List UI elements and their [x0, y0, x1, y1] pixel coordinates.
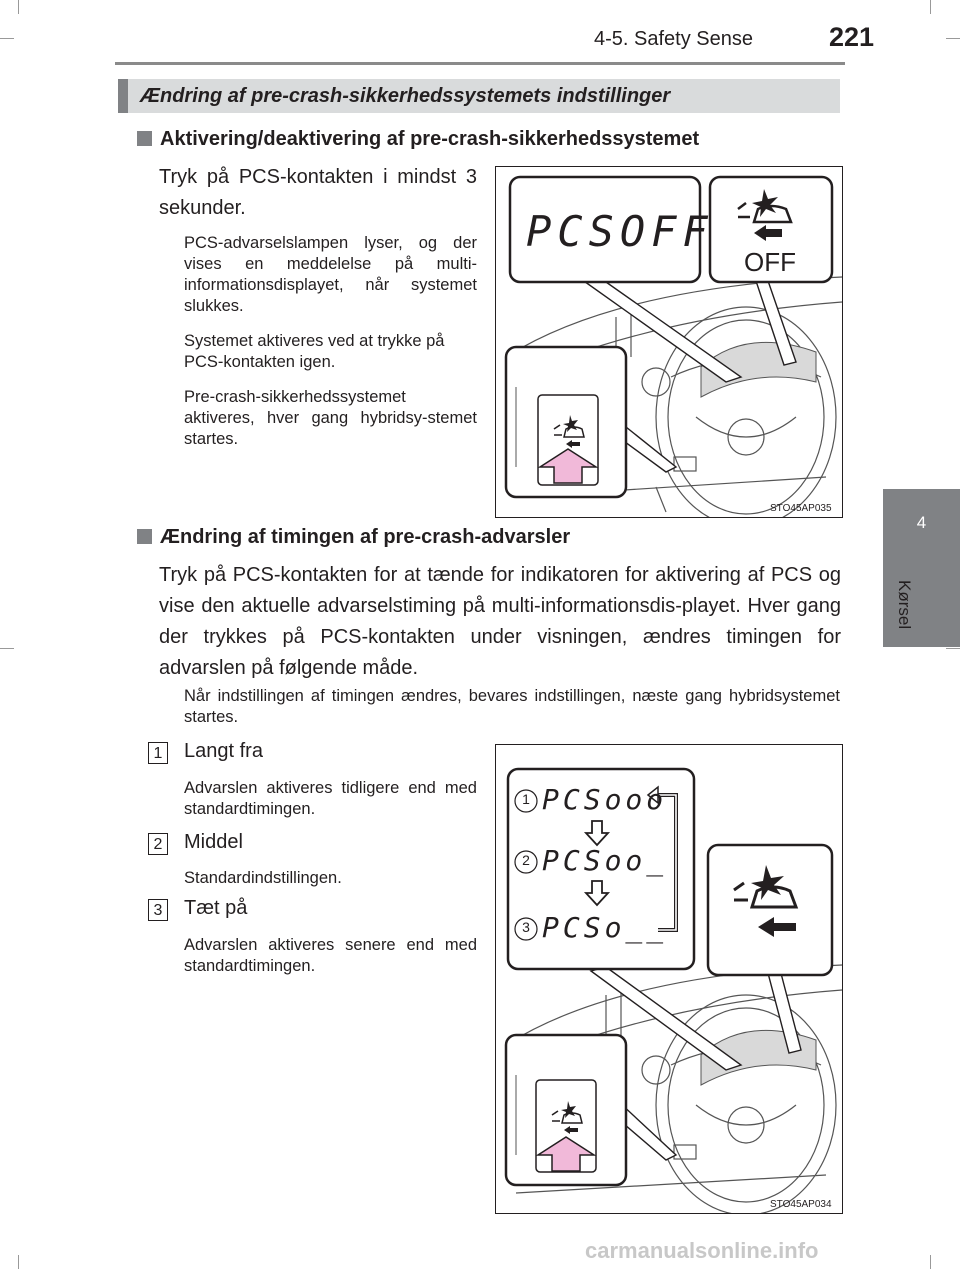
item-desc-1: Advarslen aktiveres tidligere end med st… [184, 779, 477, 818]
pcs-warning-icon [733, 865, 799, 937]
item-number-2: 2 [148, 833, 168, 855]
chapter-number: 4 [916, 513, 927, 532]
chapter-label: Kørsel [895, 580, 914, 630]
crop-mark [930, 1255, 931, 1269]
section1-heading-text: Aktivering/deaktivering af pre-crash-sik… [160, 128, 700, 150]
crop-mark [946, 38, 960, 39]
header-rule [115, 62, 845, 65]
pcs-switch-icon [553, 415, 585, 448]
item-desc-2: Standardindstillingen. [184, 869, 342, 887]
crop-mark [0, 648, 14, 649]
chapter-tab: 4 [883, 489, 960, 647]
pcs-switch-icon [551, 1101, 583, 1134]
mode-number-2: 2 [522, 852, 530, 868]
section1-note-1: PCS-advarselslampen lyser, og der vises … [184, 234, 477, 315]
press-arrow-icon [537, 448, 599, 484]
mode-display-2: PCSoo_ [542, 844, 668, 877]
crop-mark [930, 0, 931, 14]
section2-heading: Ændring af timingen af pre-crash-advarsl… [137, 526, 570, 549]
page-number: 221 [829, 22, 875, 52]
section1-heading: Aktivering/deaktivering af pre-crash-sik… [137, 128, 699, 151]
topic-banner-title: Ændring af pre-crash-sikkerhedssystemets… [140, 85, 671, 107]
section1-note-2: Systemet aktiveres ved at trykke på PCS-… [184, 332, 445, 371]
figure-code: STO45AP035 [770, 503, 832, 514]
square-bullet-icon [137, 529, 152, 544]
crop-mark [18, 1255, 19, 1269]
crop-mark [0, 38, 14, 39]
section1-note-3: Pre-crash-sikkerhedssystemet aktiveres, … [184, 388, 477, 448]
section2-note: Når indstillingen af timingen ændres, be… [184, 687, 840, 726]
section2-heading-text: Ændring af timingen af pre-crash-advarsl… [160, 526, 571, 548]
item-number-1: 1 [148, 742, 168, 764]
item-title-1: Langt fra [184, 740, 263, 762]
figure-warning-timing: 1 PCSooo 2 PCSoo_ 3 PCSo__ STO45AP034 [495, 744, 843, 1214]
dashboard-illustration [504, 767, 842, 1213]
item-title-3: Tæt på [184, 897, 248, 919]
section-title: 4-5. Safety Sense [594, 28, 753, 50]
mode-display-3: PCSo__ [542, 911, 668, 944]
topic-banner: Ændring af pre-crash-sikkerhedssystemets… [118, 79, 840, 113]
pcs-warning-icon [737, 189, 793, 241]
crop-mark [946, 648, 960, 649]
square-bullet-icon [137, 131, 152, 146]
press-arrow-icon [535, 1136, 597, 1172]
mode-number-1: 1 [522, 791, 530, 807]
display-pcs-off-text: PCSOFF [526, 207, 714, 256]
figure-pcs-off: PCSOFF OFF STO45AP035 [495, 166, 843, 518]
down-arrow-icon [583, 820, 611, 847]
item-title-2: Middel [184, 831, 243, 853]
item-desc-3: Advarslen aktiveres senere end med stand… [184, 936, 477, 975]
mode-number-3: 3 [522, 919, 530, 935]
mode-display-1: PCSooo [542, 783, 668, 816]
crop-mark [18, 0, 19, 14]
figure-code: STO45AP034 [770, 1199, 832, 1210]
section2-intro: Tryk på PCS-kontakten for at tænde for i… [159, 564, 841, 679]
item-number-3: 3 [148, 899, 168, 921]
watermark: carmanualsonline.info [585, 1238, 819, 1263]
down-arrow-icon [583, 880, 611, 907]
section1-intro: Tryk på PCS-kontakten i mindst 3 sekunde… [159, 166, 477, 219]
indicator-off-label: OFF [744, 247, 796, 277]
dashboard-illustration [504, 175, 842, 517]
